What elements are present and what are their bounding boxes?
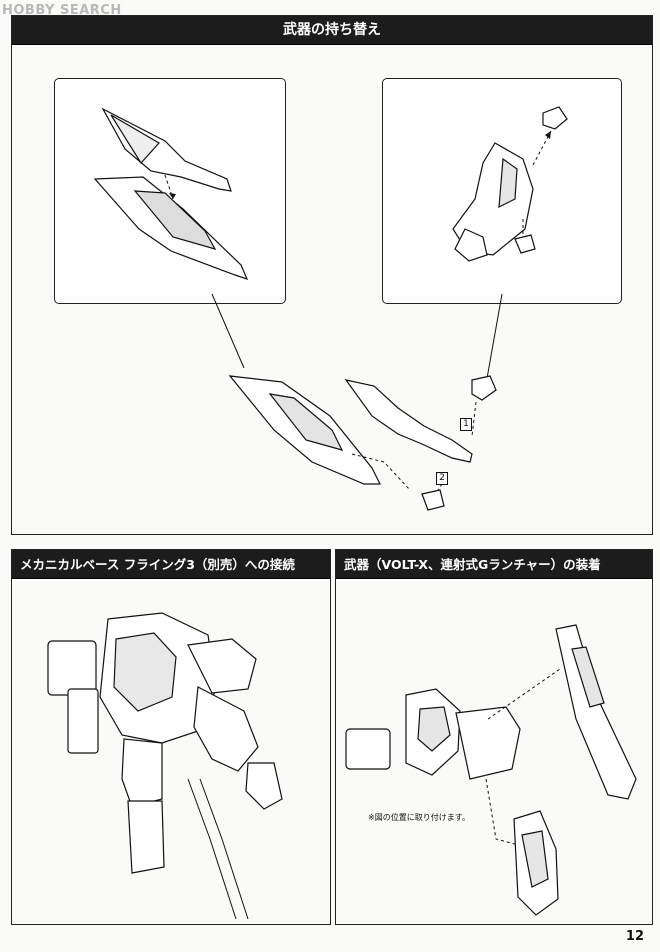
step-1-marker: 1 [460,418,472,431]
weapon-mount-illustration [345,624,637,916]
weapon-swap-section: 武器の持ち替え [11,15,653,535]
grip-detail-panel [382,78,622,304]
weapon-swap-assembly-illustration [211,293,503,511]
page-number: 12 [625,929,644,944]
base-connection-title: メカニカルベース フライング3（別売）への接続 [12,550,330,579]
blade-detail-illustration [93,107,249,280]
base-connection-section: メカニカルベース フライング3（別売）への接続 [11,549,331,925]
weapon-mount-title: 武器（VOLT-X、連射式Gランチャー）の装着 [336,550,652,579]
grip-detail-illustration [452,106,568,262]
weapon-mount-section: 武器（VOLT-X、連射式Gランチャー）の装着 ※図の位置に取り付けます。 [335,549,653,925]
mount-position-note: ※図の位置に取り付けます。 [368,813,470,822]
base-connection-illustration [47,612,283,920]
watermark: HOBBY SEARCH [2,3,122,18]
weapon-swap-title: 武器の持ち替え [12,16,652,45]
step-2-marker: 2 [436,472,448,485]
blade-detail-panel [54,78,286,304]
